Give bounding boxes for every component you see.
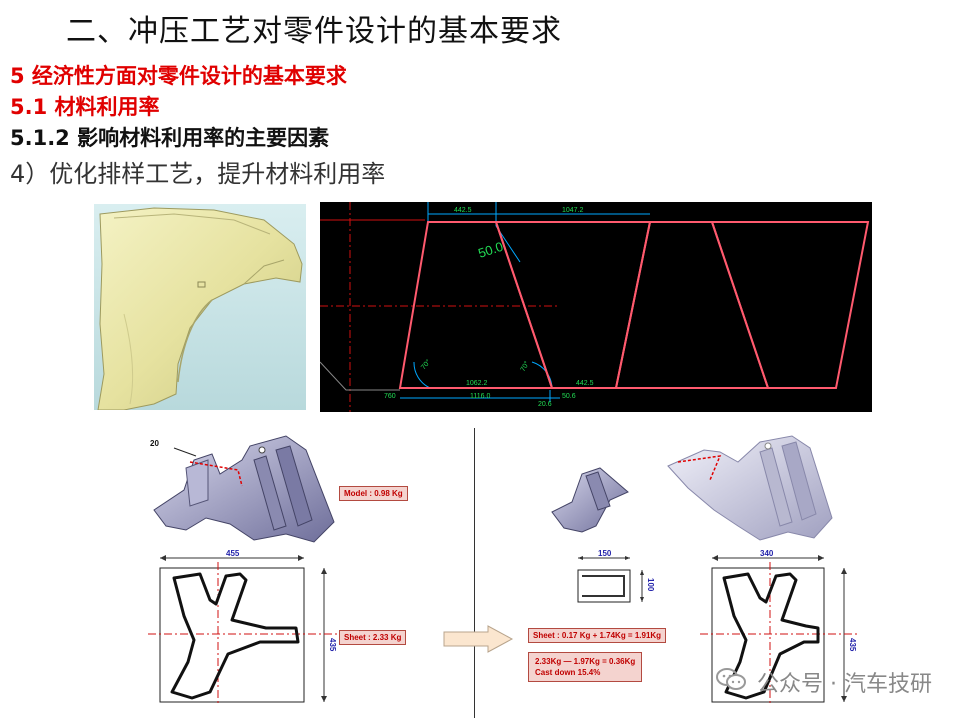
bracket-3d-small-piece	[551, 467, 629, 533]
blank-pattern-small: 150 100	[577, 549, 655, 603]
sheet-weight-before-label: Sheet : 2.33 Kg	[339, 630, 407, 645]
heading-main-factors: 5.1.2 影响材料利用率的主要因素	[10, 126, 330, 150]
bracket-3d-after	[667, 435, 833, 541]
model-weight-label: Model : 0.98 Kg	[339, 486, 408, 501]
fender-3d-image	[94, 204, 306, 410]
watermark: 公众号 · 汽车技研	[716, 666, 932, 698]
cad-dim-label: 1062.2	[466, 380, 488, 387]
saving-percent-line: Cast down 15.4%	[535, 668, 601, 677]
wechat-icon	[716, 667, 747, 697]
blank-pattern-after: 340 435	[700, 549, 860, 706]
cad-nesting-layout: 442.5 1047.2 50.0 1062.2 1116.0 442.5 76…	[320, 202, 872, 412]
width-dim-label: 455	[226, 549, 240, 558]
cad-dim-label: 50.0	[476, 239, 505, 261]
width-dim-label-after: 340	[760, 549, 774, 558]
point-optimize-layout: 4）优化排样工艺，提升材料利用率	[10, 160, 386, 188]
height-dim-label-after: 435	[848, 638, 857, 652]
slide-title: 二、冲压工艺对零件设计的基本要求	[66, 14, 562, 49]
small-width-dim-label: 150	[598, 549, 612, 558]
heading-material-utilization: 5.1 材料利用率	[10, 95, 160, 119]
cad-dim-label: 50.6	[562, 393, 576, 400]
small-height-dim-label: 100	[646, 578, 655, 592]
cad-dim-label: 760	[384, 393, 396, 400]
sheet-weight-after-label: Sheet : 0.17 Kg + 1.74Kg = 1.91Kg	[528, 628, 667, 643]
watermark-text: 公众号 · 汽车技研	[757, 672, 932, 697]
cad-dim-label: 1116.0	[470, 393, 490, 400]
cad-dim-label: 1047.2	[562, 207, 584, 214]
heading-economy: 5 经济性方面对零件设计的基本要求	[10, 64, 347, 88]
cad-dim-label: 442.5	[454, 207, 472, 214]
arrow-right-icon	[443, 625, 514, 653]
comparison-divider	[474, 428, 475, 718]
cad-dim-label: 20.6	[538, 401, 552, 408]
dim-20-label: 20	[150, 439, 159, 448]
cad-dim-label: 442.5	[576, 380, 594, 387]
blank-pattern-before: 455 435	[148, 549, 348, 706]
bracket-3d-before: 20	[150, 435, 335, 543]
cost-saving-box: 2.33Kg — 1.97Kg = 0.36Kg Cast down 15.4%	[528, 652, 643, 682]
saving-weight-line: 2.33Kg — 1.97Kg = 0.36Kg	[535, 657, 636, 666]
height-dim-label: 435	[328, 638, 337, 652]
